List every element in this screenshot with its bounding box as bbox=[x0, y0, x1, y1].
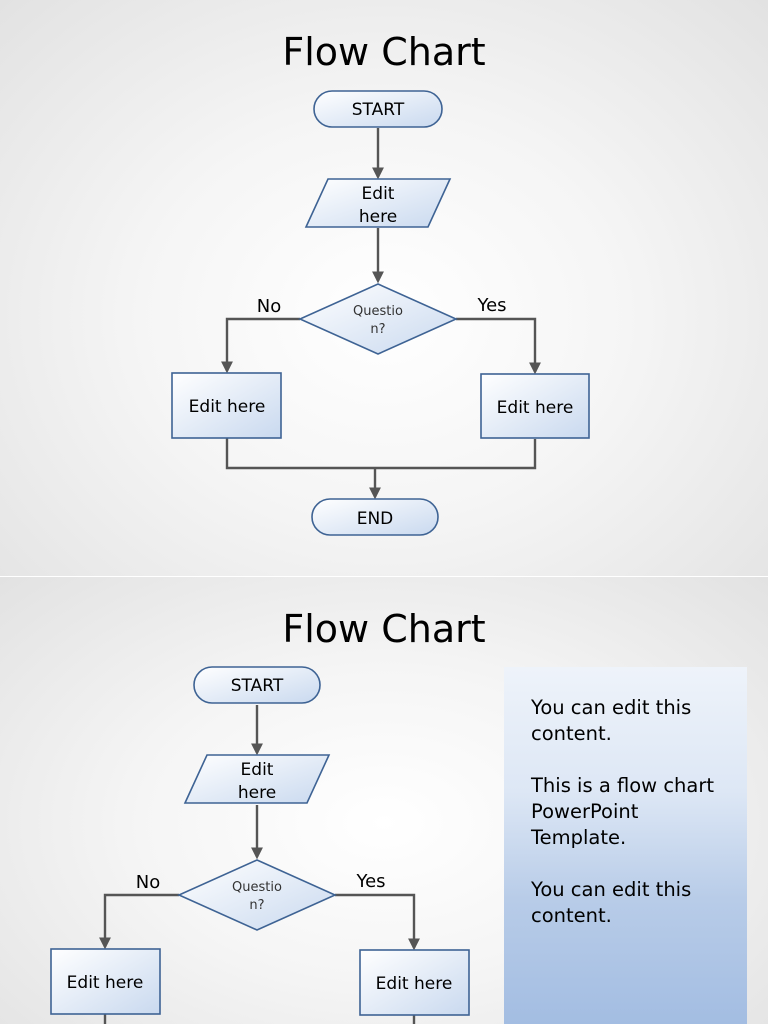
decision-label-line2: n? bbox=[370, 322, 385, 337]
connector-no bbox=[221, 317, 300, 374]
decision-label-line2: n? bbox=[249, 898, 264, 913]
start-label: START bbox=[352, 100, 405, 120]
input-parallelogram[interactable] bbox=[304, 178, 452, 228]
note-paragraph-3: You can edit this content. bbox=[531, 878, 692, 927]
start-label: START bbox=[231, 676, 284, 696]
note-paragraph-1: You can edit this content. bbox=[531, 696, 692, 745]
process-yes-label: Edit here bbox=[376, 974, 453, 994]
flowchart-diagram: START Edit here Questio n? No Yes Edit h… bbox=[171, 90, 590, 536]
content-note-panel[interactable]: You can edit this content. This is a flo… bbox=[504, 667, 747, 1024]
slide-2: Flow Chart START Edit here Questio n? bbox=[0, 577, 768, 1024]
edge-label-yes: Yes bbox=[355, 871, 385, 892]
decision-diamond[interactable] bbox=[177, 859, 337, 931]
input-label-line1: Edit bbox=[241, 760, 274, 780]
start-terminator[interactable] bbox=[313, 90, 443, 128]
edge-label-yes: Yes bbox=[476, 295, 506, 316]
process-box-no[interactable] bbox=[50, 948, 161, 1015]
process-box-yes[interactable] bbox=[359, 949, 470, 1016]
end-label: END bbox=[357, 509, 394, 529]
process-yes-label: Edit here bbox=[497, 398, 574, 418]
slide-1: Flow Chart START Edit here Questio n? bbox=[0, 0, 768, 576]
flowchart-diagram: START Edit here Questio n? No Yes Edit h… bbox=[50, 666, 470, 1024]
slide-title: Flow Chart bbox=[282, 607, 486, 651]
decision-label-line1: Questio bbox=[353, 304, 403, 319]
decision-label-line1: Questio bbox=[232, 880, 282, 895]
end-terminator[interactable] bbox=[311, 498, 439, 536]
process-no-label: Edit here bbox=[189, 397, 266, 417]
decision-diamond[interactable] bbox=[298, 283, 458, 355]
process-no-label: Edit here bbox=[67, 973, 144, 993]
process-box-yes[interactable] bbox=[480, 373, 590, 439]
edge-label-no: No bbox=[257, 296, 281, 317]
edge-label-no: No bbox=[136, 872, 160, 893]
connector-yes bbox=[335, 893, 420, 951]
connector-merge bbox=[225, 438, 537, 470]
input-label-line2: here bbox=[238, 783, 276, 803]
process-box-no[interactable] bbox=[171, 372, 282, 439]
connector-yes bbox=[456, 317, 541, 375]
input-label-line2: here bbox=[359, 207, 397, 227]
input-label-line1: Edit bbox=[362, 184, 395, 204]
input-parallelogram[interactable] bbox=[183, 754, 331, 804]
connector-no bbox=[99, 893, 179, 950]
note-paragraph-2: This is a flow chart PowerPoint Template… bbox=[531, 774, 715, 849]
start-terminator[interactable] bbox=[193, 666, 321, 704]
slide-title: Flow Chart bbox=[282, 30, 486, 74]
